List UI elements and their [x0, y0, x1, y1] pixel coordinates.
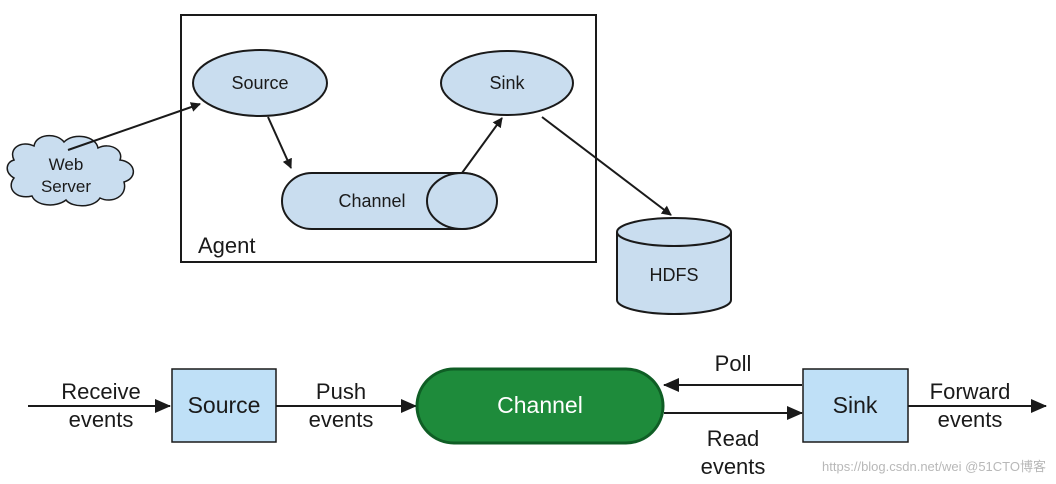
web-server-label-line2: Server [41, 177, 91, 196]
web-server-label-line1: Web [49, 155, 84, 174]
channel-box-label: Channel [497, 392, 583, 418]
sink-label: Sink [489, 73, 525, 93]
arrow-webserver-to-source [67, 102, 201, 151]
channel-box [415, 367, 665, 445]
source-node [192, 49, 328, 117]
read-events-line2: events [701, 454, 766, 479]
arrow-channel-to-sink [461, 117, 503, 174]
channel-node [281, 172, 498, 230]
push-events-line2: events [309, 407, 374, 432]
poll-label: Poll [715, 351, 752, 376]
sink-box-label: Sink [833, 392, 878, 418]
hdfs-label: HDFS [650, 265, 699, 285]
channel-label: Channel [338, 191, 405, 211]
agent-label: Agent [198, 233, 256, 258]
forward-events-line1: Forward [930, 379, 1011, 404]
sink-box [802, 368, 909, 443]
forward-events-line2: events [938, 407, 1003, 432]
push-events-line1: Push [316, 379, 366, 404]
source-box-label: Source [188, 392, 261, 418]
arrow-source-to-channel [267, 116, 292, 169]
watermark: https://blog.csdn.net/wei @51CTO博客 [822, 459, 1046, 474]
hdfs-node [616, 217, 732, 315]
web-server-cloud [6, 134, 134, 207]
arrow-sink-to-hdfs [541, 116, 672, 216]
receive-events-line1: Receive [61, 379, 140, 404]
sink-node [440, 50, 574, 116]
source-label: Source [231, 73, 288, 93]
source-box [171, 368, 277, 443]
read-events-line1: Read [707, 426, 760, 451]
receive-events-line2: events [69, 407, 134, 432]
